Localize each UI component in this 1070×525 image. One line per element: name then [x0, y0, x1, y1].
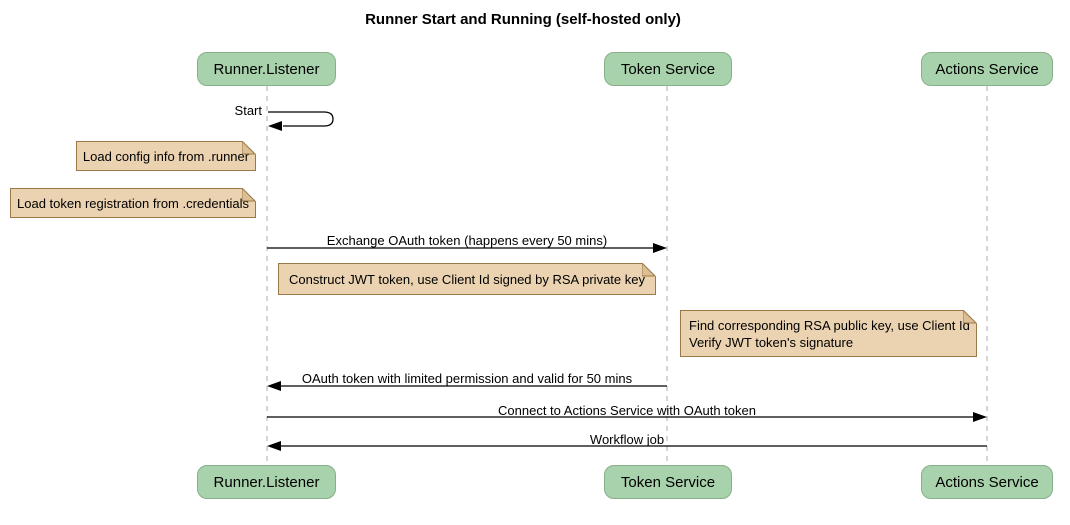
participant-label: Runner.Listener	[213, 473, 320, 491]
arrow-oauth-token-response	[267, 381, 667, 391]
note-load-token-registration: Load token registration from .credential…	[10, 188, 256, 218]
participant-label: Actions Service	[935, 60, 1039, 78]
arrow-workflow-job	[267, 441, 987, 451]
participant-runner-listener-bottom: Runner.Listener	[197, 465, 336, 499]
message-label-connect-actions-service: Connect to Actions Service with OAuth to…	[498, 403, 756, 418]
arrowhead	[267, 381, 281, 391]
message-label-oauth-token-response: OAuth token with limited permission and …	[301, 371, 633, 386]
note-fold-icon	[242, 188, 256, 202]
note-text: Load config info from .runner	[82, 148, 250, 164]
note-text: Construct JWT token, use Client Id signe…	[289, 271, 645, 287]
participant-token-service-top: Token Service	[604, 52, 732, 86]
arrowhead	[653, 243, 667, 253]
note-verify-jwt: Find corresponding RSA public key, use C…	[680, 310, 977, 357]
participant-actions-service-top: Actions Service	[921, 52, 1053, 86]
message-label-workflow-job: Workflow job	[589, 432, 665, 447]
note-fold-icon	[242, 141, 256, 155]
note-fold-icon	[642, 263, 656, 277]
arrowhead	[268, 121, 282, 131]
participant-actions-service-bottom: Actions Service	[921, 465, 1053, 499]
message-label-exchange-oauth-token: Exchange OAuth token (happens every 50 m…	[326, 233, 608, 248]
arrowhead	[267, 441, 281, 451]
note-fold-icon	[963, 310, 977, 324]
arrow-start-self-message	[268, 111, 334, 131]
diagram-title: Runner Start and Running (self-hosted on…	[365, 11, 681, 28]
participant-runner-listener-top: Runner.Listener	[197, 52, 336, 86]
participant-token-service-bottom: Token Service	[604, 465, 732, 499]
arrow-exchange-oauth-token	[267, 243, 667, 253]
note-load-config: Load config info from .runner	[76, 141, 256, 171]
participant-label: Token Service	[620, 473, 716, 491]
arrowhead	[973, 412, 987, 422]
participant-label: Runner.Listener	[213, 60, 320, 78]
note-text-line-1: Find corresponding RSA public key, use C…	[689, 317, 970, 333]
message-label-start: Start	[234, 103, 262, 118]
note-construct-jwt: Construct JWT token, use Client Id signe…	[278, 263, 656, 295]
participant-label: Actions Service	[935, 473, 1039, 491]
note-text-line-2: Verify JWT token's signature	[689, 334, 854, 350]
note-text: Load token registration from .credential…	[17, 195, 249, 211]
participant-label: Token Service	[620, 60, 716, 78]
arrow-connect-actions-service	[267, 412, 987, 422]
